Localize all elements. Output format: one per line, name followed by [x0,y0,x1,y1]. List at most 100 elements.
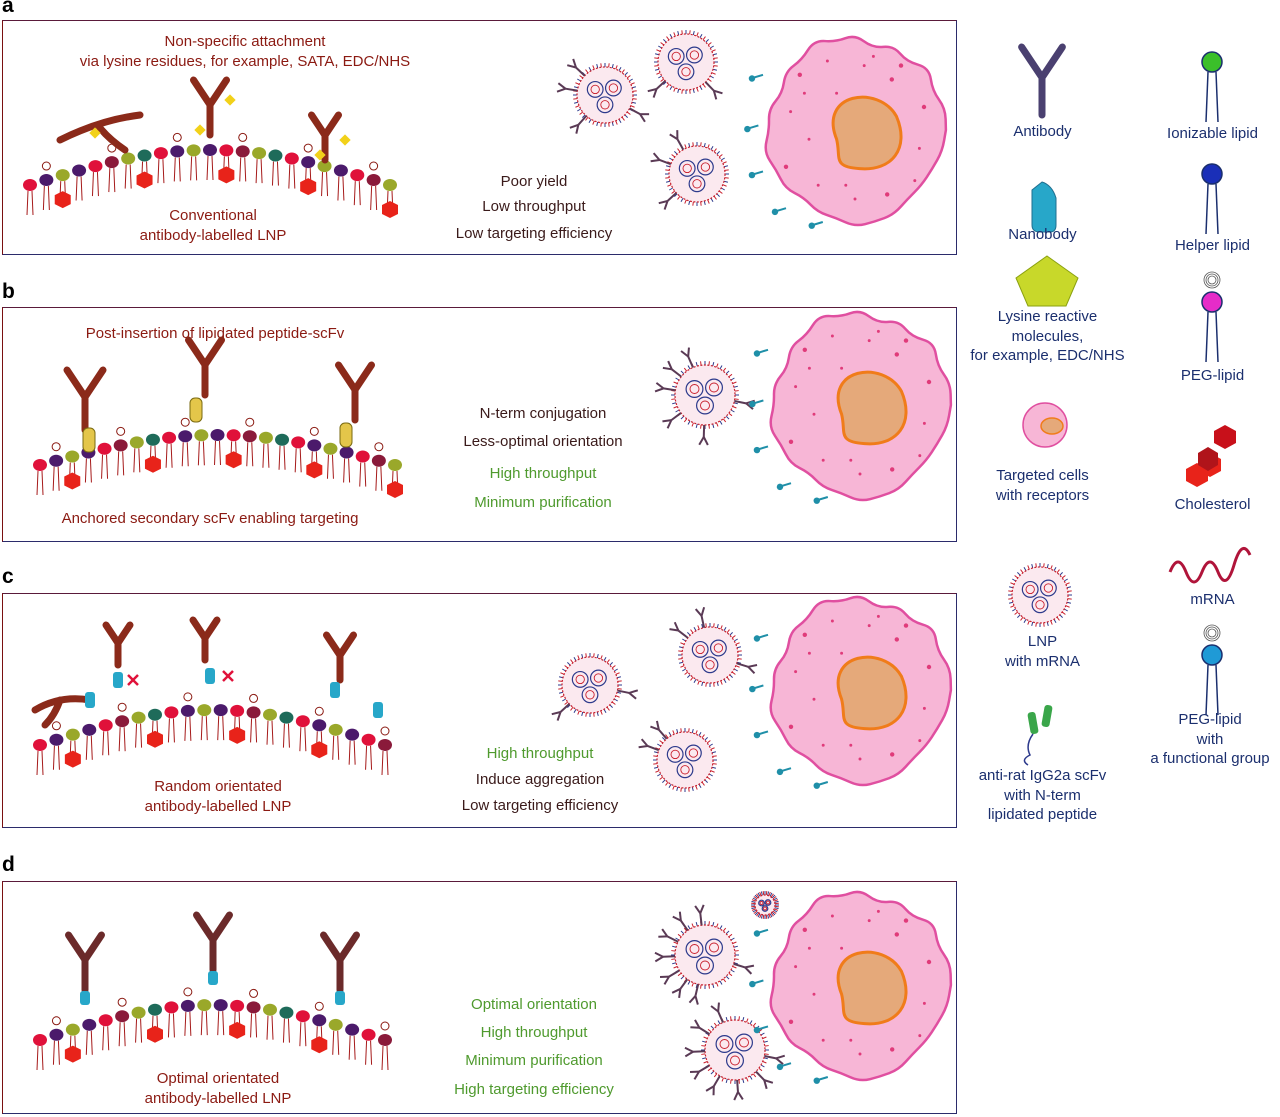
lipid-head [115,1010,130,1023]
lipid-tail [271,161,274,186]
lipid-head [131,711,146,724]
legend-antibody-label: Antibody [1013,123,1072,140]
lipid-head [162,431,177,444]
cell-granule [788,1019,794,1025]
peg-coil [380,726,390,736]
lnp-spike [560,695,565,698]
lnp-spike [700,361,702,366]
panel-c-cell [749,595,953,789]
lnp-spike [710,197,714,202]
lnp-antibody-stem [668,969,680,978]
cell-nucleus [831,95,903,171]
panel-a-outcome-2: Low throughput [482,198,586,215]
lnp-spike [728,412,733,417]
lnp-spike [725,1078,728,1083]
cholesterol [225,451,242,469]
lnp-mrna [709,942,719,953]
lnp-spike [687,420,691,425]
receptor-head [753,635,761,642]
lnp-antibody-arm [663,200,669,210]
lnp-spike [733,668,738,672]
lnp-spike [669,85,673,90]
lipid-tail [200,716,203,741]
cell-granule [835,91,839,95]
lnp-spike [673,406,678,409]
lnp-spike [736,646,742,649]
lnp-spike [680,642,685,645]
lnp-spike [680,370,685,375]
lipid-head [55,169,70,182]
lnp-spike [1050,620,1053,625]
lnp-core [704,938,723,957]
lnp-antibody-stem [704,81,715,92]
lnp-spike [677,148,681,153]
lipid-head [355,450,370,463]
lipid-tail [251,442,254,467]
lnp-spike [732,381,737,384]
lnp-spike [680,930,685,935]
lnp-spike [1046,563,1049,569]
legend-pegfg-line3: a functional group [1150,750,1270,767]
lnp-spike [774,907,779,910]
lnp-spike [690,629,694,634]
lnp-shell [754,894,776,916]
lnp-antibody-arm [575,124,580,134]
lnp-core [604,79,622,97]
lipid-head [148,1003,162,1016]
lipid-head [145,433,160,446]
lnp-spike [673,966,678,969]
lnp-spike [734,950,739,952]
lnp-spike [654,65,659,67]
cell-granule [830,914,834,918]
lnp-spike [688,787,690,792]
lipid-tail [118,727,121,752]
lipid-tail [107,731,110,756]
legend-mrna-label: mRNA [1190,591,1235,608]
cell-granule [917,146,921,150]
lipid-head [275,433,290,446]
nanobody [113,672,123,688]
lnp-spike [753,910,758,914]
lipid-tail [84,458,87,483]
lnp-spike [695,423,698,428]
peg-coil [116,426,126,436]
lnp-spike [720,625,723,630]
receptor-head [749,980,756,988]
lnp-spike [751,908,756,911]
lnp-spike [711,766,717,769]
lipid-head [328,723,343,736]
lipid-tail [190,156,193,181]
lnp-spike [1043,622,1045,627]
cell-granule [858,472,862,476]
lnp-spike [719,925,723,930]
lysine-reactive-molecule [194,124,206,136]
cell-granule [918,739,922,743]
lipid-tail [57,466,60,491]
lnp-spike [631,86,637,89]
lnp-spike [596,63,599,69]
lnp-antibody-stem [671,368,682,378]
lnp-spike [720,187,725,191]
panel-d-caption-line2: antibody-labelled LNP [144,1090,292,1108]
lipid-tail [262,443,265,468]
lnp-spike [722,161,727,164]
lnp-spike [677,195,681,200]
lnp-spike [615,120,618,125]
lnp-spike [756,893,760,898]
lnp-spike [736,661,742,664]
receptor-head [776,483,784,491]
lnp-mrna [590,84,600,95]
lnp-antibody-arm [684,1046,694,1053]
lnp-spike [687,674,691,678]
lipid-tail [250,1013,253,1038]
panel-d-cell [749,890,953,1084]
legend-cholesterol-label: Cholesterol [1174,496,1251,513]
cell-granule [922,1001,926,1005]
lipid-tail [52,466,55,491]
lnp-antibody-arm [650,158,660,163]
lnp-spike [573,657,577,662]
lnp-mrna [608,83,619,93]
lnp-spike [730,969,735,973]
lnp-antibody-stem [698,1064,710,1073]
lnp-spike [764,1053,769,1055]
